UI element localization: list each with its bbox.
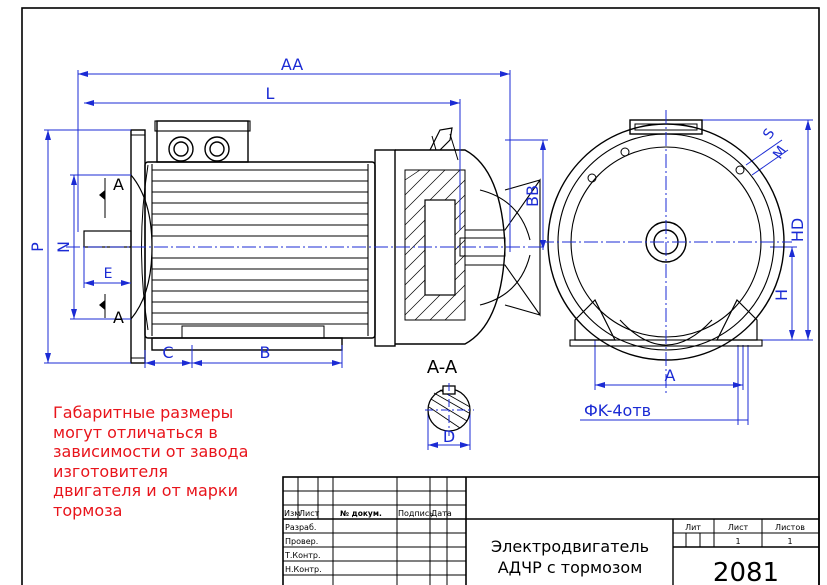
tb-col-izm: Изм [284, 509, 300, 518]
tb-sheets-value: 1 [787, 537, 792, 546]
note-line: могут отличаться в [53, 422, 218, 442]
dim-l-label: L [266, 84, 275, 103]
tb-sheets-label: Листов [775, 523, 805, 532]
tb-col-doc: № докум. [340, 509, 382, 518]
title-block [282, 476, 820, 585]
section-marks [99, 178, 106, 318]
tb-sheet-value: 1 [735, 537, 740, 546]
tb-row-razrab: Разраб. [285, 523, 316, 532]
section-a-a [427, 385, 471, 432]
brake-section [404, 169, 466, 321]
brake-lever [429, 127, 453, 151]
dim-p-label: P [28, 242, 47, 252]
tb-title-line1: Электродвигатель [491, 537, 649, 556]
dimension-note: Габаритные размеры могут отличаться в за… [53, 403, 283, 520]
tb-row-tkontr: Т.Контр. [284, 551, 321, 560]
dim-n-label: N [54, 241, 73, 253]
note-line: двигателя и от марки [53, 481, 238, 500]
tb-title-line2: АДЧР с тормозом [498, 558, 643, 577]
note-line: зависимости от завода [53, 442, 249, 461]
tb-col-list: Лист [299, 509, 320, 518]
tb-row-nkontr: Н.Контр. [285, 565, 322, 574]
dim-d-label: D [443, 427, 455, 446]
dim-aa-label: AA [281, 55, 303, 74]
note-line: изготовителя [53, 461, 169, 481]
note-line: тормоза [53, 500, 123, 520]
motor-body [144, 161, 376, 339]
section-mark-top: A [113, 175, 124, 194]
cable-gland-1 [168, 136, 194, 162]
tb-col-sign: Подпись [398, 509, 434, 518]
note-line: Габаритные размеры [53, 403, 234, 422]
tb-sheet-label: Лист [728, 523, 749, 532]
dim-bb-label: BB [523, 185, 542, 207]
cooling-fins [151, 164, 369, 336]
dim-hd-label: HD [788, 218, 807, 242]
tb-lit-label: Лит [685, 523, 701, 532]
drawing-frame [21, 7, 820, 585]
section-mark-bottom: A [113, 308, 124, 327]
dim-fk-label: ФK-4отв [584, 401, 651, 420]
dim-s-label: S [760, 126, 778, 143]
side-view [83, 120, 541, 364]
cable-gland-2 [204, 136, 230, 162]
tb-row-prover: Провер. [285, 537, 318, 546]
tb-col-date: Дата [431, 509, 452, 518]
dim-a-label: A [665, 366, 676, 385]
shaft [83, 230, 132, 248]
brake-housing [374, 149, 396, 347]
front-center-lines [540, 110, 792, 395]
dim-e-label: E [104, 266, 113, 282]
dim-h-label: H [772, 289, 791, 301]
base-feet [151, 337, 343, 351]
dim-b-label: B [260, 343, 271, 362]
tb-drawing-number: 2081 [713, 558, 779, 585]
section-title: A-A [427, 357, 458, 378]
dim-c-label: C [162, 343, 173, 362]
